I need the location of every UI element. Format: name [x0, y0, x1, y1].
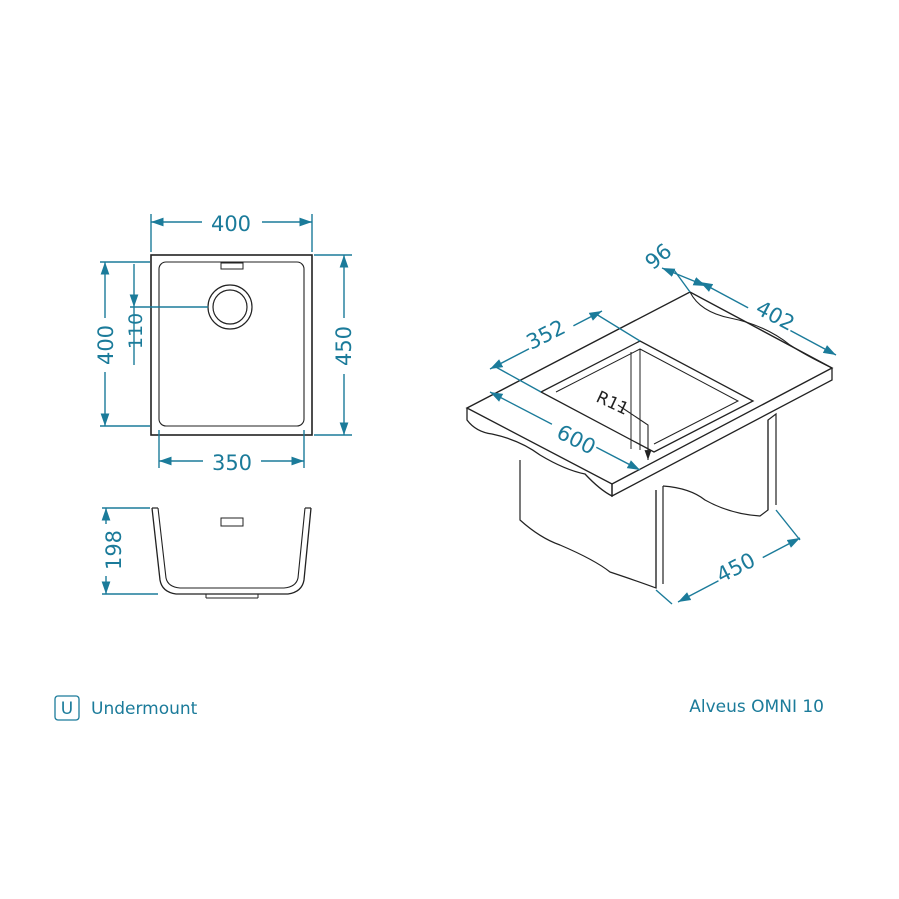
- sink-outer-outline: [150, 254, 313, 436]
- dim-offset: 96: [641, 239, 677, 275]
- dim-inner-depth: 400: [94, 325, 118, 365]
- side-view: 198: [101, 507, 312, 599]
- mount-badge-box: [54, 695, 80, 721]
- top-view: 400 350 400 110 450: [92, 208, 358, 475]
- countertop-right-edge: [611, 368, 833, 498]
- bowl-section-inner: [157, 507, 306, 589]
- bowl-section-outer: [151, 507, 312, 595]
- dim-overall-width: 400: [211, 212, 251, 236]
- ext-line: [493, 365, 542, 393]
- drain-hole-outer: [207, 284, 253, 330]
- cabinet-left-panel: [519, 460, 657, 589]
- overflow-slot: [220, 262, 244, 270]
- product-name: Alveus OMNI 10: [689, 697, 824, 717]
- ext-line: [655, 589, 673, 605]
- dim-corner-radius: R11: [593, 387, 632, 419]
- dim-inner-width: 350: [212, 451, 252, 475]
- ext-line: [595, 313, 641, 342]
- dim-drain-offset: 110: [125, 313, 147, 349]
- cabinet-right-panel: [662, 412, 777, 517]
- footer: U Undermount Alveus OMNI 10: [54, 695, 824, 721]
- sink-inner-bowl: [158, 261, 305, 427]
- dim-overall-depth: 450: [332, 326, 356, 366]
- sink-opening-inner: [555, 348, 740, 445]
- dim-line-offset: [661, 267, 707, 287]
- dim-height: 198: [102, 530, 126, 570]
- overflow-slot-side: [220, 517, 244, 527]
- mount-label: Undermount: [91, 699, 198, 719]
- drain-hole-inner: [212, 289, 248, 325]
- iso-view: R11 96 352 402 600 450: [465, 239, 837, 605]
- mount-badge: U: [61, 699, 73, 719]
- ext-line: [775, 509, 801, 541]
